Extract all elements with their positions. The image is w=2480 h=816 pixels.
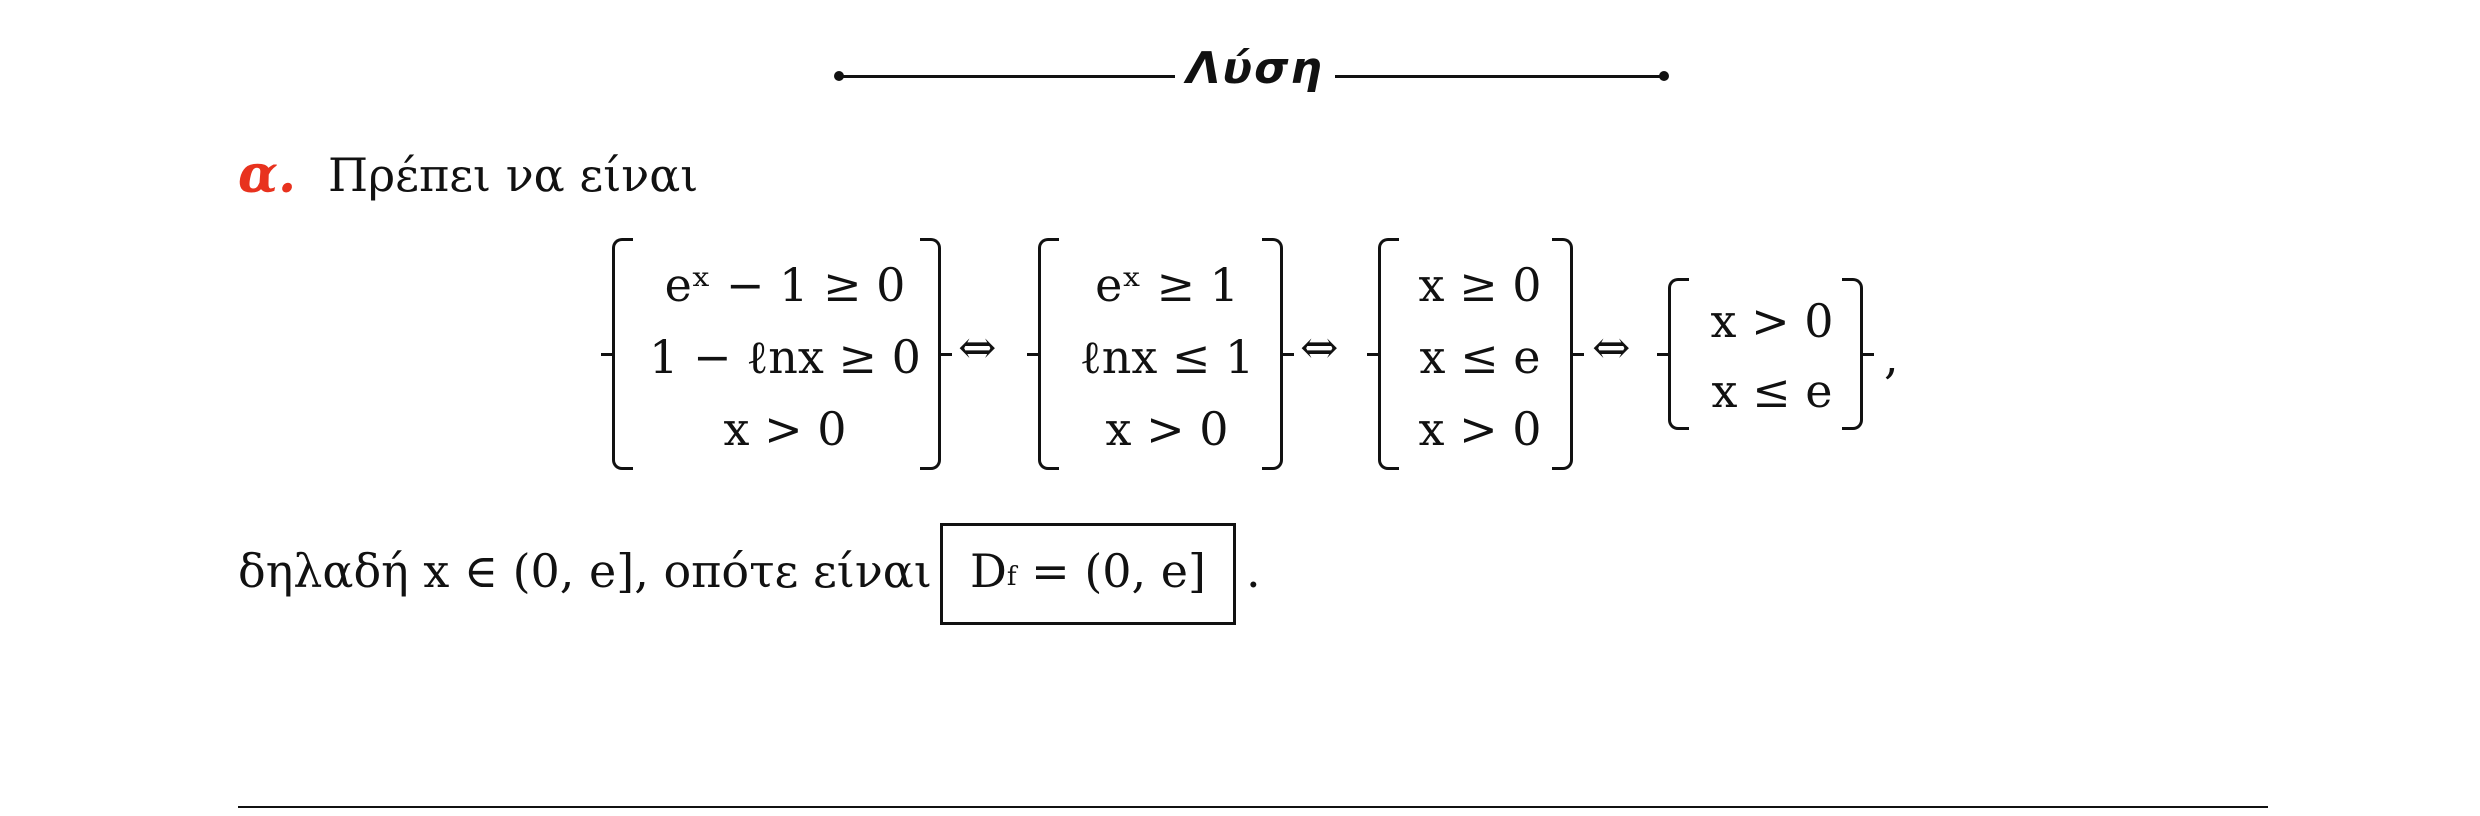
intro-text: Πρέπει να είναι [328,148,699,202]
system-2-row-3: x > 0 [1105,402,1229,456]
system-1-right-brace [920,238,952,470]
system-2-row-1: eˣ ≥ 1 [1095,258,1239,312]
system-4-row-2: x ≤ e [1711,364,1833,418]
system-1-row-3: x > 0 [723,402,847,456]
final-period: . [1246,544,1261,598]
domain-subscript: f [1006,562,1017,592]
heading-right-dot [1659,71,1669,81]
boxed-result-text: Df = (0, e] [943,544,1233,598]
equivalence-2: ⇔ [1300,320,1339,374]
equivalence-1: ⇔ [958,320,997,374]
bottom-rule [238,806,2268,808]
heading-right-rule [1335,75,1665,78]
system-1-row-1: eˣ − 1 ≥ 0 [664,258,906,312]
system-4-right-brace [1842,278,1874,430]
conclusion-text: δηλαδή x ∈ (0, e], οπότε είναι [238,544,932,598]
heading-left-rule [840,75,1175,78]
system-1-left-brace [601,238,633,470]
system-3-left-brace [1367,238,1399,470]
system-2-left-brace [1027,238,1059,470]
system-2-row-2: ℓnx ≤ 1 [1079,330,1255,384]
system-2-right-brace [1262,238,1294,470]
heading-left-dot [834,71,844,81]
system-1-row-2: 1 − ℓnx ≥ 0 [649,330,921,384]
domain-symbol: D [970,544,1007,598]
system-4-left-brace [1657,278,1689,430]
system-3-row-1: x ≥ 0 [1418,258,1542,312]
part-label: α. [238,144,297,205]
system-3-row-2: x ≤ e [1419,330,1541,384]
trailing-comma: , [1884,330,1899,384]
system-3-row-3: x > 0 [1418,402,1542,456]
system-4-row-1: x > 0 [1710,294,1834,348]
boxed-result: Df = (0, e] [940,523,1236,625]
system-3-right-brace [1552,238,1584,470]
equivalence-3: ⇔ [1592,320,1631,374]
section-heading: Λύση [1186,43,1324,94]
domain-value: = (0, e] [1016,544,1206,598]
